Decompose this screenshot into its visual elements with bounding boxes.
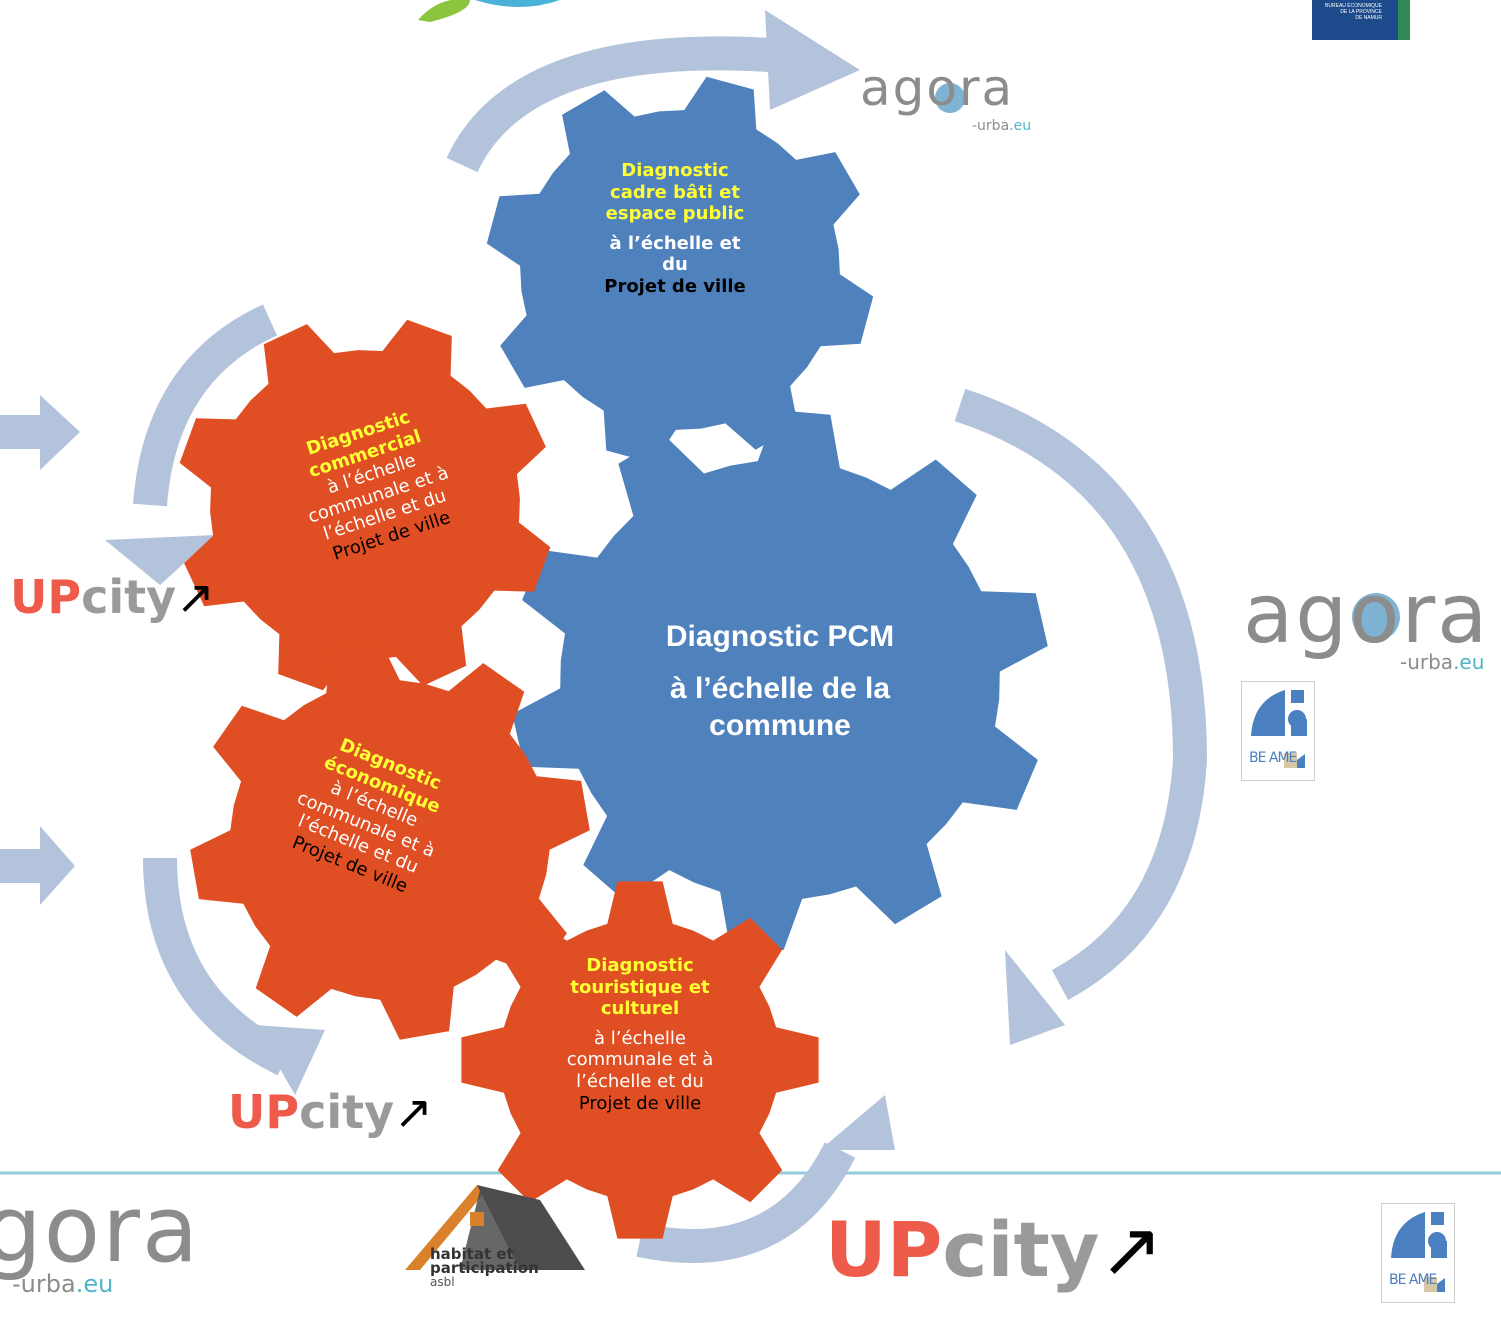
gear-touristique-text: Diagnostic touristique et culturel à l’é… bbox=[555, 955, 725, 1114]
upcity-logo-middle: UPcity↗ bbox=[228, 1085, 433, 1139]
arrow-heads bbox=[40, 10, 1065, 1150]
arrow-head-bottom bbox=[820, 1095, 895, 1150]
agora-logo-bottom-sub: -urba.eu bbox=[12, 1270, 113, 1298]
upcity-city-text: city bbox=[81, 570, 177, 624]
agora-logo-bottom-word: agora bbox=[0, 1176, 201, 1283]
upcity-up-text-3: UP bbox=[825, 1205, 943, 1294]
gear-touristique bbox=[461, 881, 819, 1239]
namur-line1: BUREAU ÉCONOMIQUE bbox=[1325, 3, 1382, 9]
namur-logo: BUREAU ÉCONOMIQUE DE LA PROVINCE DE NAMU… bbox=[1312, 0, 1410, 40]
arrow-head-right bbox=[1005, 950, 1065, 1045]
habitat-logo-text: habitat et participation asbl bbox=[430, 1245, 539, 1290]
gear-cadre-bati bbox=[486, 76, 874, 464]
namur-line2: DE LA PROVINCE bbox=[1340, 9, 1382, 15]
arrow-head-left-lower bbox=[255, 1025, 325, 1095]
upcity-city-text-3: city bbox=[942, 1205, 1100, 1294]
gear-touristique-scale: à l’échelle communale et à l’échelle et … bbox=[566, 1027, 714, 1092]
gear-center-pcm bbox=[512, 410, 1048, 950]
habitat-line2: participation bbox=[430, 1259, 539, 1277]
upcity-arrow-icon: ↗ bbox=[176, 570, 215, 624]
gear-center-title: Diagnostic PCM bbox=[665, 620, 895, 653]
namur-line3: DE NAMUR bbox=[1355, 15, 1382, 21]
gear-economique bbox=[190, 640, 590, 1040]
gear-touristique-title: Diagnostic touristique et culturel bbox=[570, 955, 710, 1020]
agora-sub-text-bottom: -urba bbox=[12, 1270, 76, 1298]
agora-logo-right-word: agora bbox=[1243, 567, 1490, 662]
agora-logo-top: agora bbox=[860, 60, 1014, 116]
agora-logo-bottom: agora bbox=[0, 1180, 200, 1280]
be-ame-icon-bottom bbox=[1391, 1212, 1447, 1292]
upcity-up-text-2: UP bbox=[228, 1085, 300, 1139]
agora-logo-top-word: agora bbox=[860, 59, 1015, 117]
gear-touristique-project: Projet de ville bbox=[578, 1092, 702, 1114]
arrow-head-top bbox=[765, 10, 860, 110]
habitat-house-icon bbox=[405, 1185, 585, 1270]
gear-cadre-bati-project: Projet de ville bbox=[604, 275, 746, 297]
gear-center-text: Diagnostic PCM à l’échelle de la commune bbox=[620, 618, 940, 745]
agora-sub-text-right: -urba bbox=[1400, 650, 1454, 674]
gear-commercial bbox=[179, 319, 551, 691]
upcity-arrow-icon-3: ↗ bbox=[1099, 1205, 1164, 1294]
be-ame-icon bbox=[1251, 690, 1307, 768]
arrow-right bbox=[954, 388, 1208, 1000]
upcity-logo-left: UPcity↗ bbox=[10, 570, 215, 624]
agora-tld-text-right: .eu bbox=[1453, 650, 1485, 674]
be-ame-text-right: BE AME bbox=[1249, 750, 1297, 766]
arrow-head-edge-lower bbox=[40, 826, 75, 905]
arrow-head-left-upper bbox=[105, 535, 215, 585]
gear-cadre-bati-scale: à l’échelle et du bbox=[609, 232, 741, 276]
upcity-logo-bottom: UPcity↗ bbox=[825, 1205, 1163, 1294]
agora-sub-text: -urba bbox=[972, 118, 1010, 134]
arrow-top bbox=[446, 36, 772, 173]
leaf-logo-icon bbox=[418, 0, 560, 22]
upcity-city-text-2: city bbox=[299, 1085, 395, 1139]
arrow-bottom bbox=[636, 1142, 856, 1263]
arrow-left-lower bbox=[143, 857, 293, 1076]
upcity-up-text: UP bbox=[10, 570, 82, 624]
arrow-left-upper bbox=[133, 304, 278, 507]
agora-logo-top-sub: -urba.eu bbox=[972, 118, 1031, 134]
agora-logo-right-sub: -urba.eu bbox=[1400, 650, 1484, 674]
gear-center-subtitle: à l’échelle de la commune bbox=[669, 671, 891, 743]
habitat-line1: habitat et bbox=[430, 1245, 514, 1263]
arrow-head-edge-upper bbox=[40, 395, 80, 470]
agora-o-dot-right bbox=[1352, 593, 1400, 641]
be-ame-text-bottom: BE AME bbox=[1389, 1272, 1437, 1288]
upcity-arrow-icon-2: ↗ bbox=[394, 1085, 433, 1139]
cycle-arrows bbox=[0, 36, 1208, 1263]
gear-cadre-bati-text: Diagnostic cadre bâti et espace public à… bbox=[600, 160, 750, 298]
habitat-line3: asbl bbox=[430, 1275, 455, 1289]
gear-cadre-bati-title: Diagnostic cadre bâti et espace public bbox=[605, 160, 745, 225]
agora-o-dot-top bbox=[935, 83, 965, 113]
agora-tld-text-bottom: .eu bbox=[75, 1270, 114, 1298]
agora-logo-right: agora bbox=[1243, 570, 1489, 660]
agora-tld-text: .eu bbox=[1009, 118, 1032, 134]
